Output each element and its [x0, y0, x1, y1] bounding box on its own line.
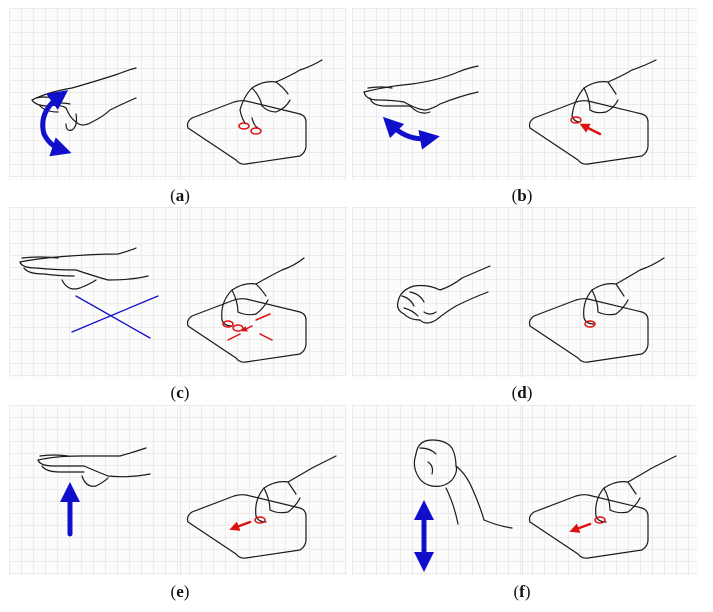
fist-gesture-icon — [397, 265, 491, 324]
caption-f: (f) — [492, 582, 552, 602]
touchpad-two-finger-swipe-icon — [528, 59, 657, 165]
caption-letter: b — [517, 186, 527, 205]
caption-close: ) — [526, 383, 533, 402]
panel-b-divider — [522, 8, 523, 180]
caption-d: (d) — [492, 383, 552, 403]
swipe-arrow-icon — [382, 116, 440, 150]
touch-point-icon — [584, 320, 596, 328]
swipe-direction-arrow-icon — [569, 522, 592, 533]
touchpad-two-finger-tap-icon — [186, 59, 323, 165]
swipe-direction-arrow-icon — [229, 520, 252, 531]
caption-close: ) — [524, 582, 531, 601]
touchpad-swipe-left-icon — [528, 455, 677, 559]
touch-point-icon — [250, 127, 262, 135]
caption-close: ) — [183, 383, 190, 402]
panel-c — [9, 207, 347, 377]
panel-f — [352, 405, 697, 575]
panel-e-divider — [180, 405, 181, 575]
touch-point-icon — [254, 516, 266, 524]
caption-open: ( — [511, 186, 518, 205]
touch-point-icon — [594, 516, 606, 524]
panel-c-divider — [180, 207, 181, 377]
touchpad-drag-swipe-icon — [186, 257, 307, 363]
caption-open: ( — [170, 383, 177, 402]
caption-letter: c — [176, 383, 184, 402]
caption-close: ) — [184, 186, 190, 205]
swipe-direction-arrow-icon — [579, 123, 602, 136]
caption-close: ) — [183, 582, 190, 601]
touch-point-icon — [222, 320, 234, 328]
panel-a-divider — [180, 8, 181, 180]
panel-d-divider — [522, 207, 523, 377]
caption-b: (b) — [492, 186, 552, 206]
touch-point-icon — [238, 122, 250, 130]
caption-e: (e) — [150, 582, 210, 602]
touchpad-swipe-left-icon — [186, 455, 337, 559]
hand-swipe-left-gesture-icon — [363, 65, 479, 114]
caption-letter: d — [517, 383, 527, 402]
caption-a: (a) — [150, 186, 210, 206]
rotate-arrow-icon — [40, 90, 72, 157]
touch-point-icon — [232, 324, 244, 332]
caption-open: ( — [170, 582, 177, 601]
caption-letter: f — [519, 582, 525, 601]
hand-rotate-gesture-icon — [31, 67, 137, 131]
caption-open: ( — [513, 582, 520, 601]
caption-close: ) — [526, 186, 533, 205]
fist-up-down-gesture-icon — [413, 439, 513, 529]
touchpad-single-tap-icon — [528, 257, 665, 363]
cross-gesture-path-icon — [71, 295, 159, 339]
hand-raise-gesture-icon — [37, 447, 151, 487]
cross-swipe-dashes-icon — [227, 313, 273, 341]
hand-cross-gesture-icon — [19, 247, 149, 290]
caption-c: (c) — [150, 383, 210, 403]
caption-open: ( — [170, 186, 176, 205]
panel-b — [352, 8, 697, 180]
touch-point-icon — [570, 116, 582, 124]
caption-open: ( — [511, 383, 518, 402]
panel-f-divider — [522, 405, 523, 575]
panel-d — [352, 207, 697, 377]
caption-letter: a — [175, 186, 185, 205]
caption-letter: e — [176, 582, 184, 601]
